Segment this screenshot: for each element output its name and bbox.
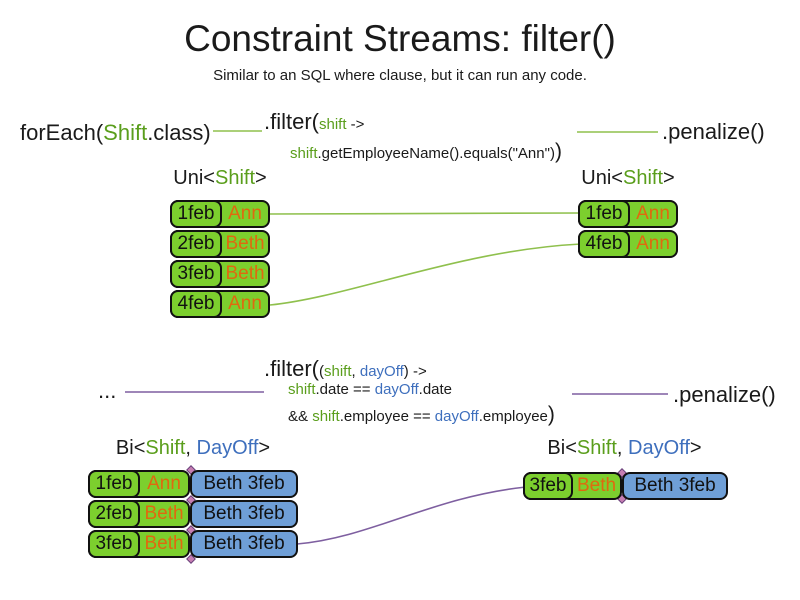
mid-penalize-call: .penalize() <box>673 382 776 407</box>
equality-expression: .date == <box>315 381 375 398</box>
bi-dayoff-type: DayOff <box>628 437 690 459</box>
dayoff-card: Beth 3feb <box>190 470 298 498</box>
bi-suffix: > <box>689 437 702 459</box>
shift-employee: Ann <box>636 233 670 254</box>
uni-left-label: Uni<Shift> <box>168 167 272 190</box>
equality-expression: .employee == <box>339 408 435 425</box>
shift-date: 2feb <box>170 230 222 258</box>
shift-card: 1feb Ann <box>88 470 190 498</box>
lambda-arrow: ) -> <box>403 363 427 380</box>
shift-employee: Beth <box>225 233 265 254</box>
shift-card: 1feb Ann <box>170 200 270 228</box>
uni-prefix: Uni< <box>581 167 623 189</box>
employee-accessor: .employee <box>478 408 548 425</box>
uni-type: Shift <box>622 167 664 189</box>
shift-card: 3feb Beth <box>523 472 622 500</box>
bi-shift-type: Shift <box>576 437 617 459</box>
shift-card: 4feb Ann <box>578 230 678 258</box>
shift-var-token: shift <box>288 381 316 398</box>
uni-right-label: Uni<Shift> <box>576 167 680 190</box>
shift-date: 4feb <box>578 230 630 258</box>
and-operator: && <box>288 408 313 425</box>
shift-card: 1feb Ann <box>578 200 678 228</box>
bi-dayoff-type: DayOff <box>196 437 259 459</box>
shift-param-token: shift <box>324 363 352 380</box>
stream-ellipsis: ... <box>98 378 117 403</box>
shift-employee: Ann <box>147 473 181 494</box>
uni-suffix: > <box>255 167 267 189</box>
slide-subtitle: Similar to an SQL where clause, but it c… <box>213 67 587 84</box>
foreach-suffix: .class) <box>147 120 211 145</box>
dayoff-var-token: dayOff <box>374 381 419 398</box>
bi-separator: , <box>616 437 629 459</box>
param-open-paren: ( <box>319 363 324 380</box>
shift-var-token: shift <box>290 145 318 162</box>
slide-title: Constraint Streams: filter() <box>184 18 616 59</box>
param-separator: , <box>351 363 360 380</box>
filter-keyword: .filter( <box>264 356 319 381</box>
mid-filter-head: .filter((shift, dayOff) -> <box>264 356 427 381</box>
shift-employee: Beth <box>225 263 265 284</box>
mid-filter-line3: && shift.employee == dayOff.employee) <box>288 403 555 427</box>
shift-class-token: Shift <box>103 120 148 145</box>
shift-date: 4feb <box>170 290 222 318</box>
mid-filter-line2: shift.date == dayOff.date <box>288 381 452 398</box>
shift-date: 1feb <box>88 470 140 498</box>
dayoff-param-token: dayOff <box>359 363 404 380</box>
shift-date: 3feb <box>523 472 573 500</box>
shift-param-token: shift <box>319 116 347 133</box>
shift-employee: Beth <box>144 533 184 554</box>
shift-card: 2feb Beth <box>170 230 270 258</box>
line-uni-4feb <box>269 243 582 306</box>
filter-keyword: .filter( <box>264 109 319 134</box>
shift-card: 4feb Ann <box>170 290 270 318</box>
shift-card: 3feb Beth <box>170 260 270 288</box>
bi-shift-type: Shift <box>145 437 186 459</box>
shift-var-token: shift <box>312 408 340 425</box>
bi-right-label: Bi<Shift, DayOff> <box>521 437 728 460</box>
top-filter-head: .filter(shift -> <box>264 109 364 134</box>
shift-date: 1feb <box>170 200 222 228</box>
dayoff-card: Beth 3feb <box>622 472 728 500</box>
top-penalize-call: .penalize() <box>662 119 765 144</box>
top-filter-body: shift.getEmployeeName().equals("Ann")) <box>290 140 562 164</box>
line-bi-match <box>296 486 527 545</box>
bi-separator: , <box>185 437 197 459</box>
filter-expression: .getEmployeeName().equals("Ann") <box>317 145 555 162</box>
shift-employee: Ann <box>228 203 262 224</box>
shift-card: 2feb Beth <box>88 500 190 528</box>
date-accessor: .date <box>418 381 453 398</box>
dayoff-var-token: dayOff <box>434 408 479 425</box>
shift-employee: Ann <box>636 203 670 224</box>
bi-left-label: Bi<Shift, DayOff> <box>88 437 298 460</box>
uni-suffix: > <box>663 167 675 189</box>
uni-prefix: Uni< <box>173 167 215 189</box>
shift-employee: Ann <box>228 293 262 314</box>
shift-date: 3feb <box>88 530 140 558</box>
shift-card: 3feb Beth <box>88 530 190 558</box>
shift-date: 3feb <box>170 260 222 288</box>
shift-employee: Beth <box>144 503 184 524</box>
shift-date: 1feb <box>578 200 630 228</box>
shift-date: 2feb <box>88 500 140 528</box>
uni-type: Shift <box>214 167 256 189</box>
line-uni-1feb <box>268 212 582 215</box>
dayoff-card: Beth 3feb <box>190 530 298 558</box>
filter-close-paren: ) <box>547 403 555 426</box>
bi-prefix: Bi< <box>547 437 577 459</box>
filter-close-paren: ) <box>554 140 562 163</box>
lambda-arrow: -> <box>346 116 365 133</box>
foreach-call: forEach(Shift.class) <box>20 120 211 145</box>
bi-prefix: Bi< <box>115 437 146 459</box>
dayoff-card: Beth 3feb <box>190 500 298 528</box>
bi-suffix: > <box>258 437 271 459</box>
foreach-prefix: forEach( <box>20 120 104 145</box>
shift-employee: Beth <box>576 475 617 496</box>
